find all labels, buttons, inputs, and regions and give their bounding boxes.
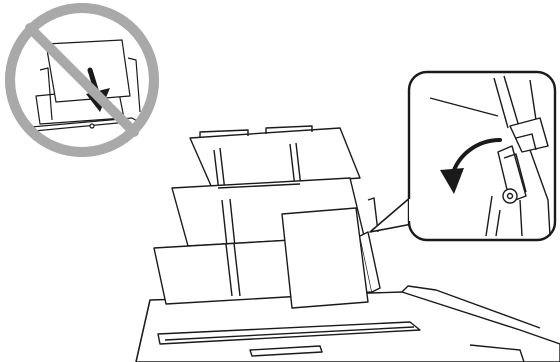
do-not-insert-paper-icon: [10, 8, 170, 170]
zoom-callout: [370, 72, 555, 240]
paper-sheet: [282, 208, 368, 308]
